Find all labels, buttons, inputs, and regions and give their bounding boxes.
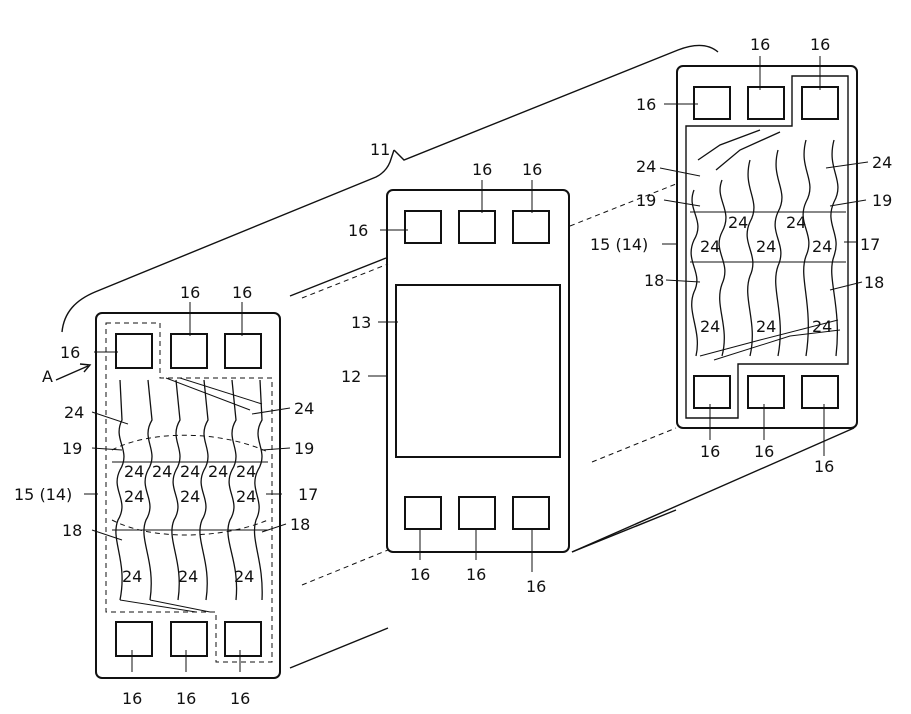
left-pad-top-2 [171, 334, 207, 368]
label-trace: 18 [290, 515, 310, 534]
label-trace: 18 [62, 521, 82, 540]
label-pad: 16 [754, 442, 774, 461]
label-gap: 19 [294, 439, 314, 458]
center-pad-top-1 [405, 211, 441, 243]
right-pad-bottom-3 [802, 376, 838, 408]
label-feature: 24 [812, 237, 832, 256]
left-pad-top-3 [225, 334, 261, 368]
label-pad: 16 [526, 577, 546, 596]
label-trace: 18 [864, 273, 884, 292]
left-pad-bottom-2 [171, 622, 207, 656]
center-pad-bottom-2 [459, 497, 495, 529]
chip [396, 285, 560, 457]
label-pad: 16 [466, 565, 486, 584]
label-pad: 16 [522, 160, 542, 179]
label-pad: 16 [348, 221, 368, 240]
label-pad: 16 [180, 283, 200, 302]
label-package: 11 [370, 140, 390, 159]
label-feature: 24 [236, 487, 256, 506]
label-area: 17 [298, 485, 318, 504]
label-pad: 16 [410, 565, 430, 584]
label-feature: 24 [728, 213, 748, 232]
label-feature: 24 [122, 567, 142, 586]
label-chip: 13 [351, 313, 371, 332]
label-feature: 24 [208, 462, 228, 481]
label-feature: 24 [178, 567, 198, 586]
label-feature: 24 [180, 487, 200, 506]
right-pad-bottom-1 [694, 376, 730, 408]
label-region-left: 15 (14) [14, 485, 72, 504]
label-feature: 24 [700, 237, 720, 256]
label-feature: 24 [872, 153, 892, 172]
right-pad-top-2 [748, 87, 784, 119]
label-feature: 24 [756, 317, 776, 336]
right-pad-top-3 [802, 87, 838, 119]
label-feature: 24 [812, 317, 832, 336]
label-feature: 24 [294, 399, 314, 418]
label-feature: 24 [234, 567, 254, 586]
label-view-arrow: A [42, 367, 53, 386]
label-chip-mount: 12 [341, 367, 361, 386]
label-area: 17 [860, 235, 880, 254]
center-pad-bottom-1 [405, 497, 441, 529]
center-pad-top-2 [459, 211, 495, 243]
right-pad-top-1 [694, 87, 730, 119]
label-gap: 19 [636, 191, 656, 210]
label-feature: 24 [124, 487, 144, 506]
left-pad-top-1 [116, 334, 152, 368]
label-pad: 16 [700, 442, 720, 461]
right-pad-bottom-2 [748, 376, 784, 408]
label-pad: 16 [60, 343, 80, 362]
label-feature: 24 [236, 462, 256, 481]
label-pad: 16 [810, 35, 830, 54]
label-feature: 24 [180, 462, 200, 481]
label-pad: 16 [636, 95, 656, 114]
left-pad-bottom-3 [225, 622, 261, 656]
label-feature: 24 [124, 462, 144, 481]
label-region-right: 15 (14) [590, 235, 648, 254]
label-gap: 19 [872, 191, 892, 210]
label-pad: 16 [232, 283, 252, 302]
label-pad: 16 [176, 689, 196, 708]
label-feature: 24 [152, 462, 172, 481]
label-pad: 16 [472, 160, 492, 179]
label-feature: 24 [636, 157, 656, 176]
center-pad-bottom-3 [513, 497, 549, 529]
left-pad-bottom-1 [116, 622, 152, 656]
label-pad: 16 [750, 35, 770, 54]
label-feature: 24 [756, 237, 776, 256]
center-panel [387, 190, 569, 552]
label-pad: 16 [814, 457, 834, 476]
center-pad-top-3 [513, 211, 549, 243]
label-feature: 24 [786, 213, 806, 232]
label-pad: 16 [122, 689, 142, 708]
label-trace: 18 [644, 271, 664, 290]
label-feature: 24 [700, 317, 720, 336]
label-feature: 24 [64, 403, 84, 422]
label-pad: 16 [230, 689, 250, 708]
label-gap: 19 [62, 439, 82, 458]
